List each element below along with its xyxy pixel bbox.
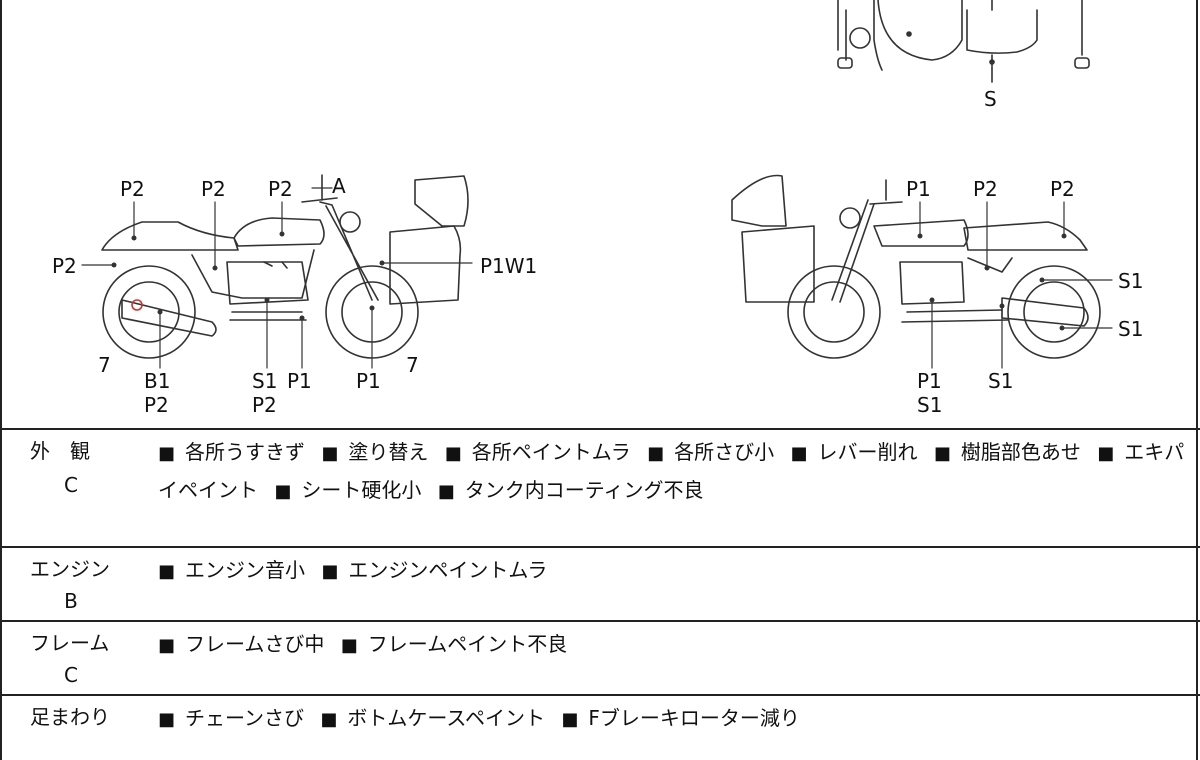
list-item: シート硬化小 — [264, 478, 421, 502]
list-item: エンジン音小 — [158, 558, 305, 582]
list-item: タンク内コーティング不良 — [428, 478, 704, 502]
label-p2-tank-rear: P2 — [201, 177, 226, 201]
list-item: エンジンペイントムラ — [311, 558, 547, 582]
label-p1w1-case: P1W1 — [480, 254, 538, 278]
section-name: 足まわり — [30, 705, 110, 729]
section-name: エンジン — [30, 557, 110, 581]
list-item: フレームペイント不良 — [331, 632, 567, 656]
section-suspension: 足まわり チェーンさび ボトムケースペイント Fブレーキローター減り — [2, 694, 1200, 754]
list-item: 樹脂部色あせ — [924, 440, 1081, 464]
list-item: 塗り替え — [311, 440, 428, 464]
list-item: Fブレーキローター減り — [551, 706, 800, 730]
right-view-motorcycle — [731, 174, 1101, 359]
list-item: フレームさび中 — [158, 632, 324, 656]
label-p1-engine: P1 — [287, 369, 312, 393]
label-s1-engine-right: S1 — [917, 393, 943, 417]
label-p1-tank-right: P1 — [906, 177, 931, 201]
left-view-motorcycle — [101, 174, 469, 359]
section-grade: B — [64, 589, 78, 613]
section-items: チェーンさび ボトムケースペイント Fブレーキローター減り — [158, 700, 1188, 738]
list-item: 各所うすきず — [158, 440, 305, 464]
list-item: ボトムケースペイント — [310, 706, 545, 730]
label-7-front: 7 — [406, 353, 419, 377]
section-items: エンジン音小 エンジンペイントムラ — [158, 552, 1188, 590]
label-p1-front: P1 — [356, 369, 381, 393]
label-p2-tank: P2 — [268, 177, 293, 201]
label-7-rear: 7 — [98, 353, 111, 377]
label-p2-under-b1: P2 — [144, 393, 169, 417]
label-s-top: S — [984, 87, 997, 111]
leader-lines-left — [81, 187, 473, 369]
list-item: 各所ペイントムラ — [435, 440, 631, 464]
label-s1-rear-right: S1 — [1118, 269, 1144, 293]
section-name: フレーム — [30, 631, 110, 655]
label-b1: B1 — [144, 369, 171, 393]
label-p2-engine: P2 — [252, 393, 277, 417]
motorcycle-diagram: S P2 P2 P2 A P2 P1W1 7 B1 P2 S1 P1 P2 P1… — [2, 0, 1200, 430]
list-item: レバー削れ — [781, 440, 918, 464]
label-p2-rear: P2 — [120, 177, 145, 201]
section-items: フレームさび中 フレームペイント不良 — [158, 626, 1188, 664]
section-name: 外 観 — [30, 439, 90, 463]
section-grade: C — [64, 663, 78, 687]
top-view-motorcycle — [837, 0, 1090, 83]
section-items: 各所うすきず 塗り替え 各所ペイントムラ 各所さび小 レバー削れ 樹脂部色あせ … — [158, 434, 1188, 510]
label-p2-fender: P2 — [52, 254, 77, 278]
section-exterior: 外 観 C 各所うすきず 塗り替え 各所ペイントムラ 各所さび小 レバー削れ 樹… — [2, 428, 1200, 546]
label-a-mirror: A — [332, 174, 346, 198]
label-p2-tail-right: P2 — [1050, 177, 1075, 201]
list-item: チェーンさび — [158, 706, 304, 730]
motorcycle-drawings — [81, 0, 1113, 369]
leader-dots — [111, 231, 1067, 331]
section-engine: エンジン B エンジン音小 エンジンペイントムラ — [2, 546, 1200, 620]
label-p2-side-right: P2 — [973, 177, 998, 201]
label-s1-engine: S1 — [252, 369, 278, 393]
label-s1-center-right: S1 — [988, 369, 1014, 393]
list-item: 各所さび小 — [637, 440, 774, 464]
label-p1-engine-right: P1 — [917, 369, 942, 393]
label-s1-muffler-right: S1 — [1118, 317, 1144, 341]
section-frame: フレーム C フレームさび中 フレームペイント不良 — [2, 620, 1200, 694]
leader-lines-right — [919, 201, 1113, 369]
section-grade: C — [64, 473, 78, 497]
